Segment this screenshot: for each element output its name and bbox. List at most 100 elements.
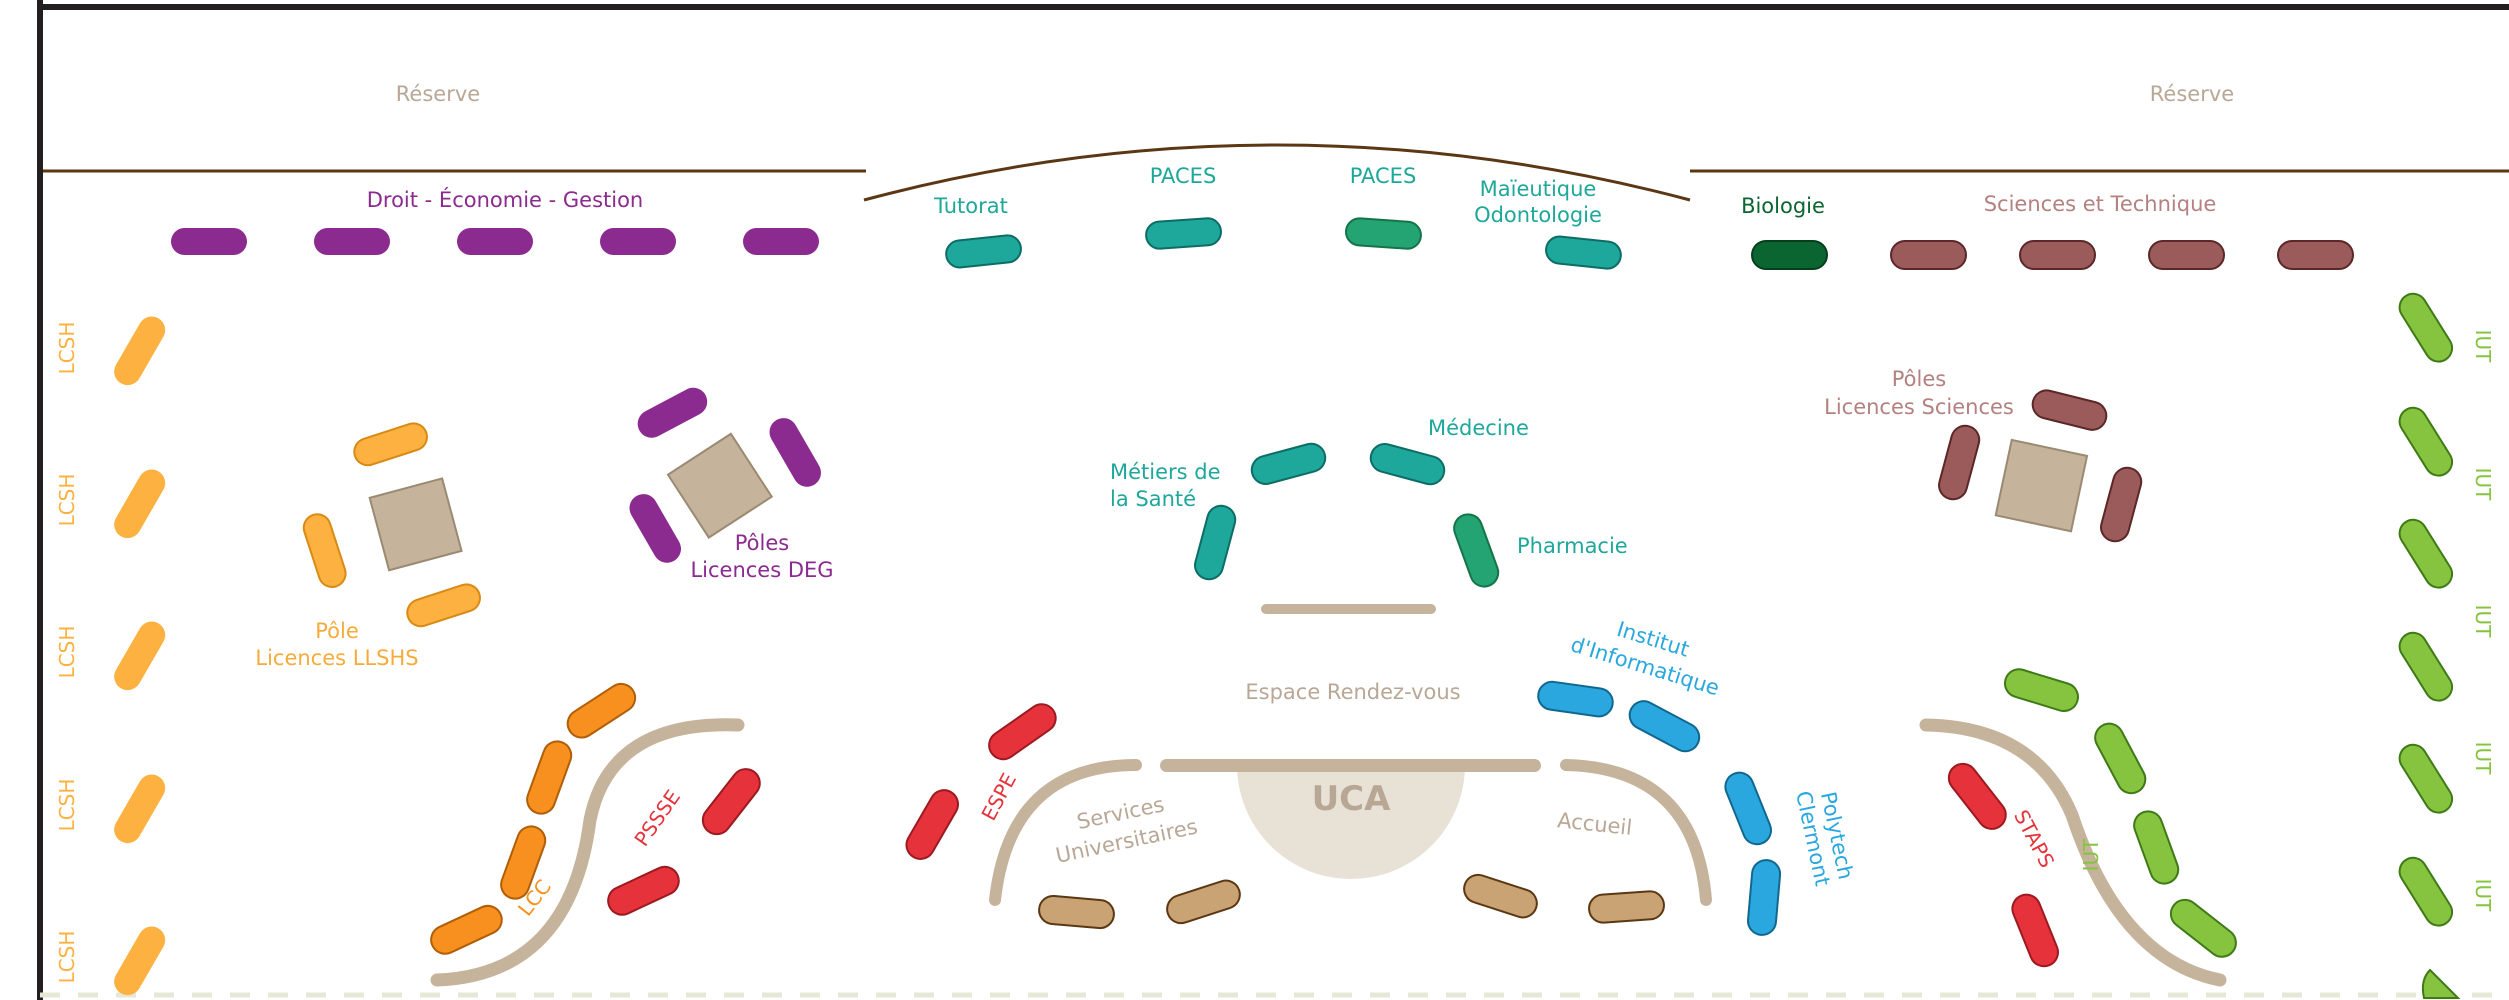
iut-side-label-2: IUT — [2471, 468, 2495, 502]
stand-deg-3[interactable] — [457, 228, 533, 255]
stand-informatique-2[interactable] — [1625, 696, 1704, 756]
zone-iut-side: IUT IUT IUT IUT IUT — [2395, 289, 2495, 999]
accueil-label: Accueil — [1556, 808, 1633, 840]
pharmacie-label: Pharmacie — [1517, 534, 1628, 558]
stand-pssse-2[interactable] — [604, 862, 684, 919]
stand-medecine-1[interactable] — [1249, 441, 1329, 487]
llshs-label-2: Licences LLSHS — [255, 646, 418, 670]
sante-bench — [1261, 604, 1436, 614]
stand-poles-deg-2[interactable] — [764, 413, 826, 492]
stand-iut-side-3[interactable] — [2395, 515, 2458, 593]
stand-lcc-2[interactable] — [523, 738, 575, 818]
stand-deg-2[interactable] — [314, 228, 390, 255]
stand-pssse-1[interactable] — [697, 763, 765, 839]
accueil-arc — [1560, 759, 1712, 906]
stand-sciences-2[interactable] — [2019, 240, 2096, 270]
stand-iut-side-6[interactable] — [2395, 853, 2458, 931]
stand-services-1[interactable] — [1038, 894, 1115, 930]
stand-sciences-3[interactable] — [2148, 240, 2225, 270]
stand-accueil-1[interactable] — [1460, 871, 1540, 921]
staps-label: STAPS — [2009, 806, 2059, 872]
stand-poles-sciences-2[interactable] — [1936, 423, 1982, 503]
lcsh-label-4: LCSH — [55, 779, 79, 832]
stand-lcsh-2[interactable] — [109, 465, 170, 543]
odontologie-label: Odontologie — [1474, 203, 1602, 227]
poles-deg-label-2: Licences DEG — [690, 558, 833, 582]
stand-deg-4[interactable] — [600, 228, 676, 255]
stand-espe-2[interactable] — [901, 785, 963, 864]
stand-iut-side-7[interactable] — [2421, 968, 2461, 999]
stand-espe-1[interactable] — [984, 699, 1061, 765]
zone-poles-sciences: Pôles Licences Sciences — [1824, 367, 2144, 545]
stand-accueil-2[interactable] — [1588, 890, 1665, 924]
stand-lcc-4[interactable] — [427, 901, 507, 958]
stand-deg-1[interactable] — [171, 228, 247, 255]
stand-deg-5[interactable] — [743, 228, 819, 255]
stand-sciences-4[interactable] — [2277, 240, 2354, 270]
stand-iut-inner-4[interactable] — [2165, 894, 2241, 962]
stand-iut-inner-3[interactable] — [2130, 807, 2182, 887]
stand-llshs-3[interactable] — [404, 581, 484, 630]
stand-llshs-1[interactable] — [351, 420, 431, 469]
stand-lcsh-1[interactable] — [109, 312, 170, 390]
lcsh-label-5: LCSH — [55, 931, 79, 984]
stand-tutorat[interactable] — [945, 234, 1022, 269]
services-arc — [989, 759, 1142, 906]
stand-services-2[interactable] — [1163, 877, 1243, 927]
stand-staps-1[interactable] — [1943, 758, 2011, 834]
lcc-divider — [430, 718, 745, 987]
staps-divider — [1919, 718, 2227, 987]
stand-pharmacie[interactable] — [1450, 510, 1502, 590]
sciences-technique-label: Sciences et Technique — [1984, 192, 2217, 216]
stand-iut-side-5[interactable] — [2395, 740, 2458, 818]
pssse-label: PSSSE — [629, 785, 685, 850]
stand-iut-side-1[interactable] — [2395, 289, 2458, 367]
iut-side-label-3: IUT — [2471, 605, 2495, 639]
poles-sciences-label-2: Licences Sciences — [1824, 395, 2014, 419]
stand-staps-2[interactable] — [2008, 890, 2062, 970]
paces-label-2: PACES — [1350, 164, 1417, 188]
lcsh-label-3: LCSH — [55, 626, 79, 679]
stand-maieutique[interactable] — [1545, 235, 1622, 270]
stand-polytech-1[interactable] — [1721, 768, 1775, 848]
reserve-right-label: Réserve — [2150, 82, 2234, 106]
iut-side-label-4: IUT — [2471, 742, 2495, 776]
llshs-label-1: Pôle — [315, 619, 359, 643]
stand-iut-side-4[interactable] — [2395, 628, 2458, 706]
zone-poles-deg: Pôles Licences DEG — [624, 383, 834, 582]
iut-side-label-1: IUT — [2471, 330, 2495, 364]
stand-metiers[interactable] — [1192, 503, 1238, 583]
stand-medecine-2[interactable] — [1368, 441, 1448, 487]
stand-paces-1[interactable] — [1145, 217, 1222, 250]
stand-iut-side-2[interactable] — [2395, 403, 2458, 481]
stand-lcc-1[interactable] — [562, 679, 640, 743]
stand-poles-deg-1[interactable] — [633, 383, 712, 443]
stand-poles-sciences-3[interactable] — [2098, 465, 2144, 545]
paces-label-1: PACES — [1150, 164, 1217, 188]
deg-table — [666, 432, 774, 539]
stand-lcsh-5[interactable] — [109, 922, 170, 1000]
stand-poles-deg-3[interactable] — [624, 489, 686, 568]
stand-iut-inner-1[interactable] — [2002, 666, 2082, 715]
stand-paces-2[interactable] — [1345, 217, 1422, 250]
stand-informatique-1[interactable] — [1536, 680, 1614, 718]
stand-lcsh-4[interactable] — [109, 770, 170, 848]
metiers-label-2: la Santé — [1110, 487, 1196, 511]
stand-poles-sciences-1[interactable] — [2030, 387, 2110, 432]
stand-polytech-2[interactable] — [1746, 859, 1782, 936]
stand-lcsh-3[interactable] — [109, 617, 170, 695]
stand-lcc-3[interactable] — [497, 823, 549, 903]
stand-llshs-2[interactable] — [300, 511, 349, 591]
poles-deg-label-1: Pôles — [735, 531, 789, 555]
zone-deg: Droit - Économie - Gestion — [171, 187, 819, 255]
sciences-table — [1994, 438, 2089, 533]
maieutique-label: Maïeutique — [1480, 177, 1597, 201]
stand-iut-inner-2[interactable] — [2090, 719, 2150, 798]
lcsh-label-1: LCSH — [55, 322, 79, 375]
stand-sciences-1[interactable] — [1890, 240, 1967, 270]
zone-sciences: Biologie Sciences et Technique — [1741, 192, 2354, 270]
reserve-area: Réserve Réserve — [43, 82, 2509, 202]
iut-side-label-5: IUT — [2471, 879, 2495, 913]
stand-biologie[interactable] — [1751, 240, 1828, 270]
